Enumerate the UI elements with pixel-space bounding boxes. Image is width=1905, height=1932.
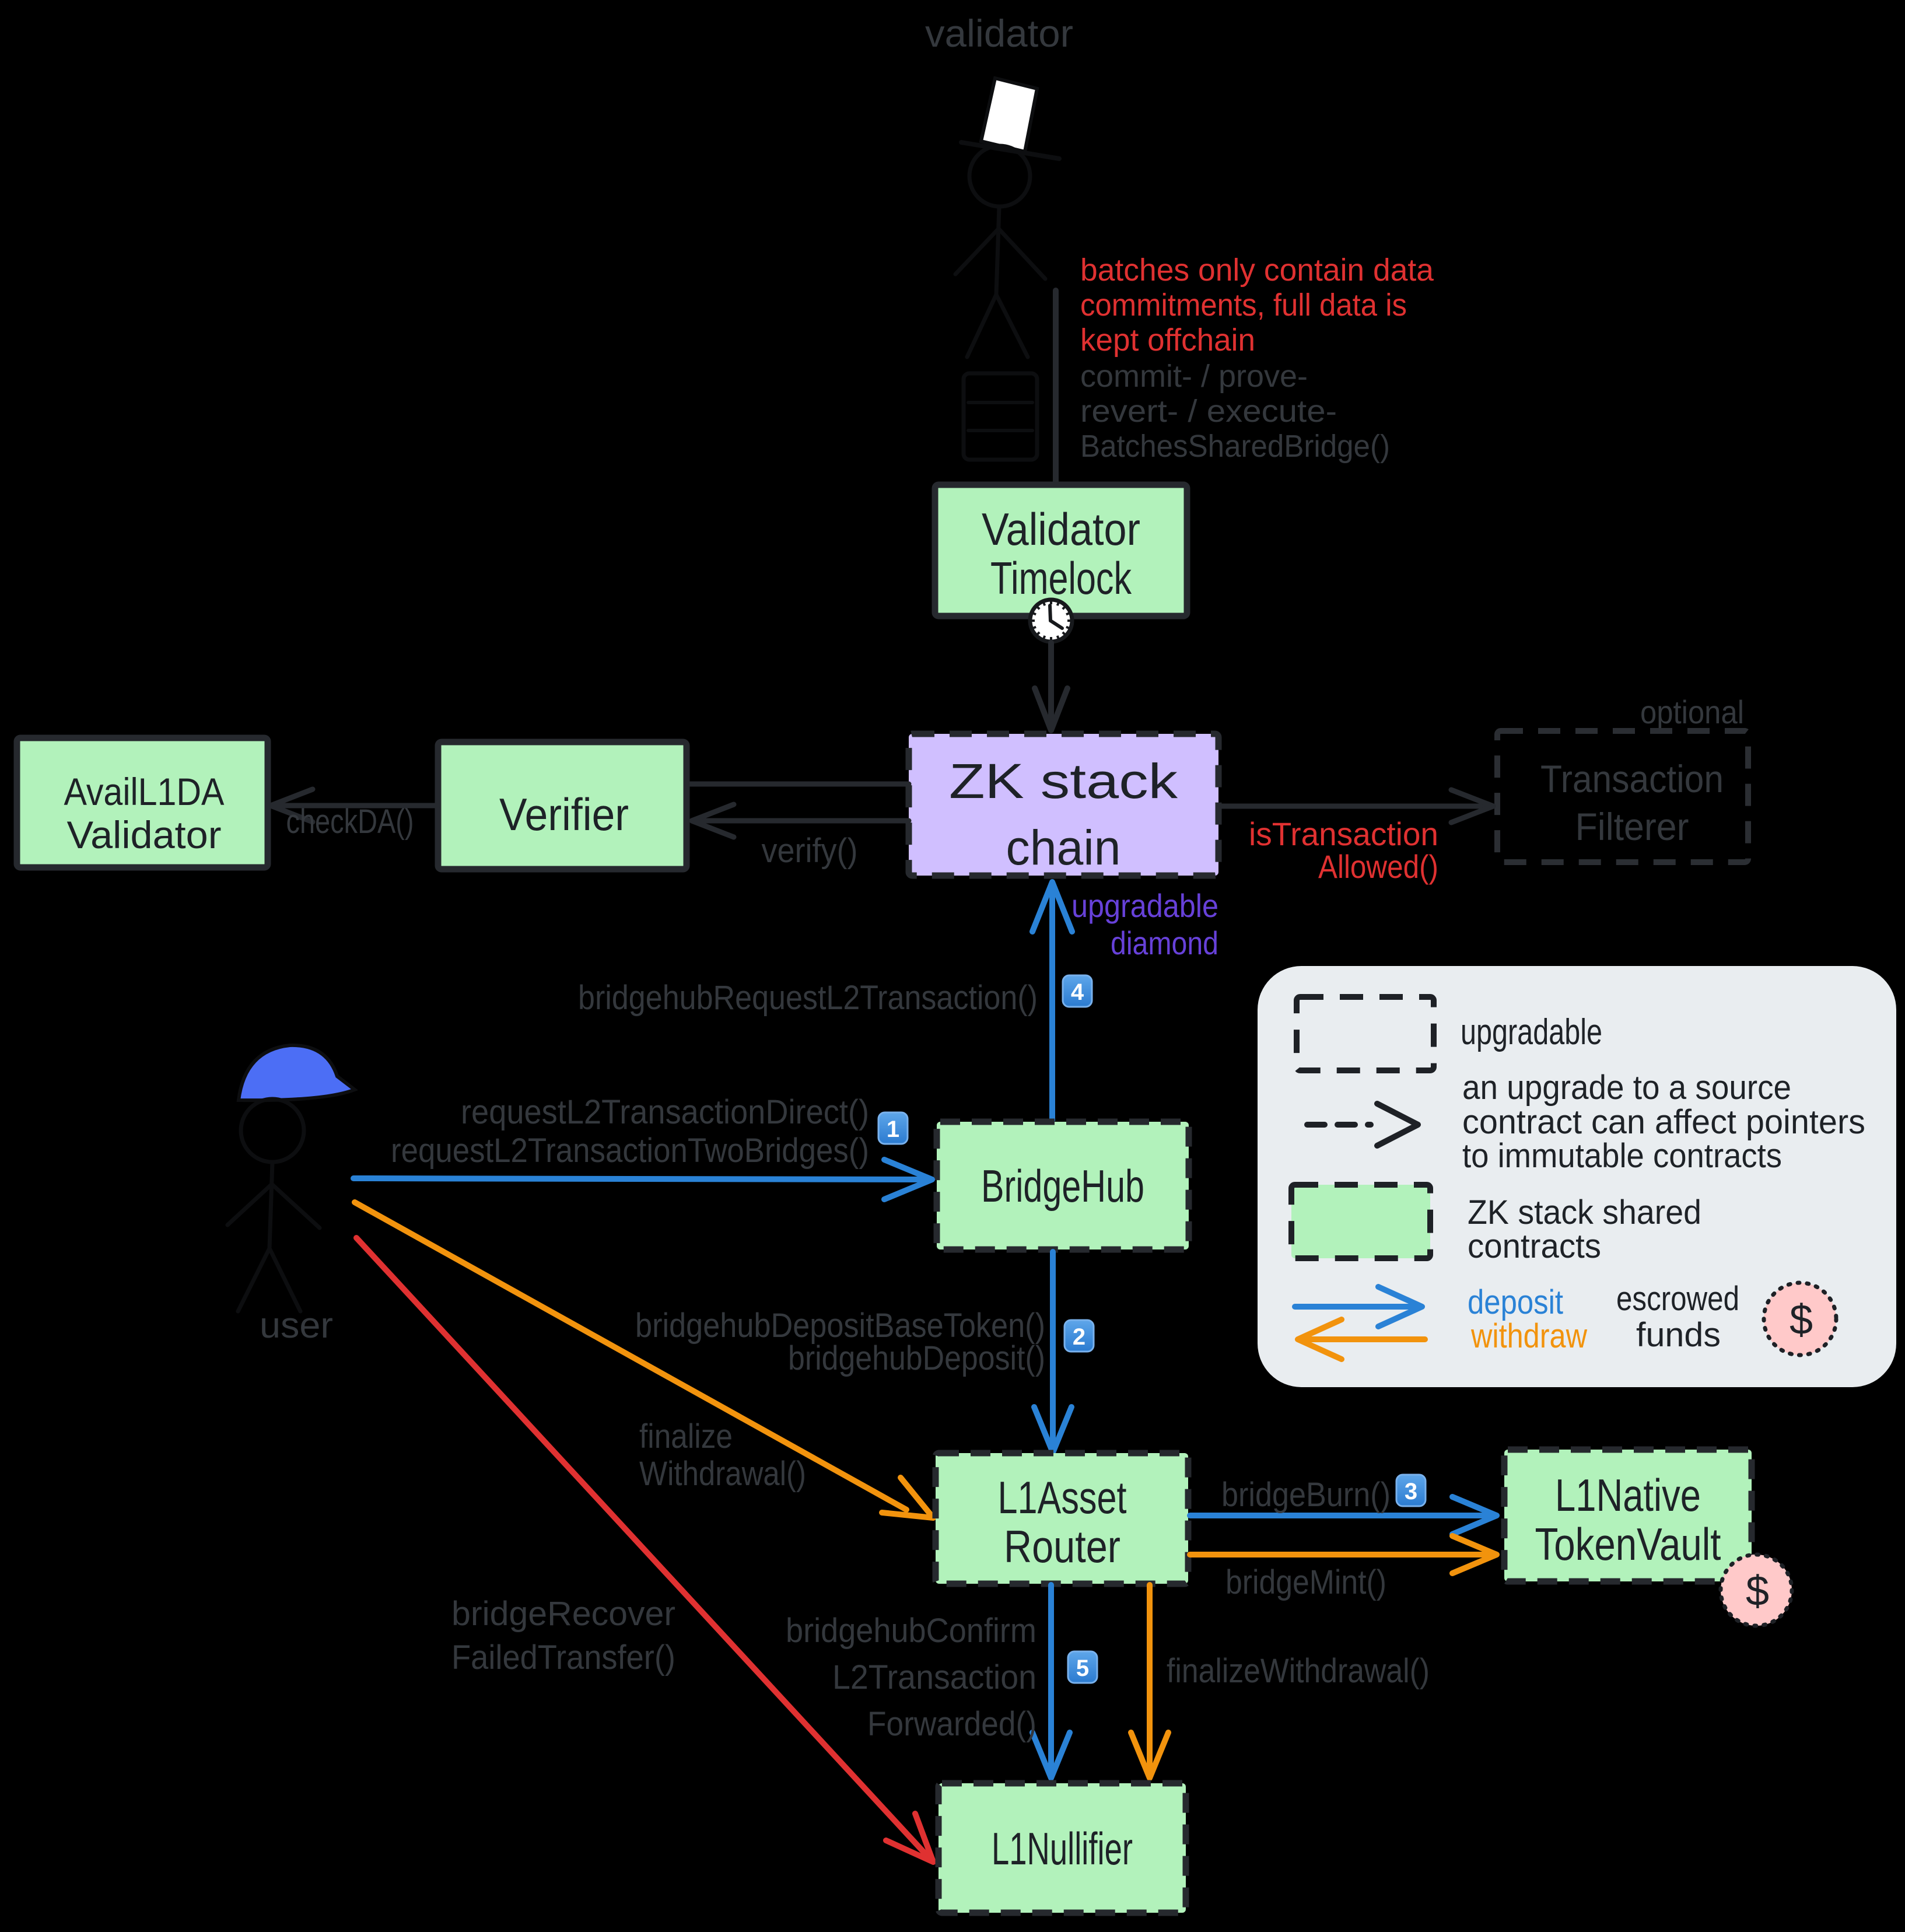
svg-text:bridgeRecover: bridgeRecover <box>451 1595 675 1633</box>
svg-text:3: 3 <box>1405 1479 1417 1504</box>
svg-text:bridgehubConfirm: bridgehubConfirm <box>786 1612 1036 1650</box>
svg-text:L1Asset: L1Asset <box>998 1472 1127 1523</box>
svg-text:isTransaction: isTransaction <box>1249 816 1438 852</box>
svg-text:L1Nullifier: L1Nullifier <box>992 1823 1133 1874</box>
svg-text:revert- / execute-: revert- / execute- <box>1080 394 1337 429</box>
svg-text:Router: Router <box>1004 1521 1120 1572</box>
svg-text:$: $ <box>1746 1568 1769 1615</box>
svg-text:batches only contain data: batches only contain data <box>1080 253 1434 288</box>
svg-text:Filterer: Filterer <box>1575 805 1689 848</box>
svg-text:AvailL1DA: AvailL1DA <box>64 770 225 813</box>
svg-text:upgradable: upgradable <box>1071 887 1218 924</box>
svg-text:$: $ <box>1790 1297 1813 1343</box>
svg-text:5: 5 <box>1076 1656 1089 1681</box>
svg-text:checkDA(): checkDA() <box>286 803 414 841</box>
svg-text:BridgeHub: BridgeHub <box>981 1160 1144 1212</box>
svg-text:2: 2 <box>1073 1324 1085 1350</box>
svg-text:diamond: diamond <box>1111 925 1218 961</box>
svg-text:kept offchain: kept offchain <box>1080 323 1255 358</box>
svg-text:BatchesSharedBridge(): BatchesSharedBridge() <box>1080 429 1390 464</box>
svg-text:requestL2TransactionDirect(): requestL2TransactionDirect() <box>461 1093 869 1131</box>
svg-text:Verifier: Verifier <box>499 789 629 840</box>
svg-text:1: 1 <box>887 1116 899 1142</box>
svg-text:Transaction: Transaction <box>1540 757 1724 800</box>
svg-text:an upgrade to a source: an upgrade to a source <box>1462 1069 1791 1107</box>
svg-text:bridgehubDeposit(): bridgehubDeposit() <box>788 1339 1045 1377</box>
svg-text:TokenVault: TokenVault <box>1535 1518 1721 1570</box>
svg-text:funds: funds <box>1636 1316 1721 1354</box>
svg-text:Validator: Validator <box>982 503 1140 555</box>
svg-text:commit- / prove-: commit- / prove- <box>1080 359 1308 394</box>
svg-text:bridgehubDepositBaseToken(): bridgehubDepositBaseToken() <box>635 1307 1045 1345</box>
svg-text:deposit: deposit <box>1468 1283 1563 1321</box>
svg-text:chain: chain <box>1006 820 1121 875</box>
svg-text:Validator: Validator <box>67 813 222 856</box>
svg-text:validator: validator <box>925 12 1073 55</box>
svg-text:requestL2TransactionTwoBridges: requestL2TransactionTwoBridges() <box>391 1132 869 1170</box>
svg-text:Forwarded(): Forwarded() <box>867 1705 1036 1743</box>
svg-text:L2Transaction: L2Transaction <box>832 1658 1036 1696</box>
svg-text:withdraw: withdraw <box>1470 1317 1588 1355</box>
svg-text:optional: optional <box>1640 694 1744 730</box>
svg-text:bridgehubRequestL2Transaction(: bridgehubRequestL2Transaction() <box>578 979 1038 1017</box>
svg-text:ZK stack shared: ZK stack shared <box>1468 1194 1701 1231</box>
svg-text:bridgeMint(): bridgeMint() <box>1225 1563 1386 1601</box>
svg-text:ZK stack: ZK stack <box>949 754 1178 808</box>
svg-text:4: 4 <box>1071 979 1084 1005</box>
svg-text:Withdrawal(): Withdrawal() <box>639 1455 806 1493</box>
svg-text:bridgeBurn(): bridgeBurn() <box>1221 1476 1391 1514</box>
svg-text:upgradable: upgradable <box>1461 1012 1602 1052</box>
svg-text:FailedTransfer(): FailedTransfer() <box>451 1639 675 1676</box>
svg-text:verify(): verify() <box>762 832 858 870</box>
svg-text:contract can affect pointers: contract can affect pointers <box>1462 1103 1865 1141</box>
svg-text:to immutable contracts: to immutable contracts <box>1462 1137 1782 1175</box>
svg-text:Timelock: Timelock <box>990 552 1132 604</box>
svg-text:finalizeWithdrawal(): finalizeWithdrawal() <box>1167 1652 1430 1690</box>
svg-text:escrowed: escrowed <box>1616 1280 1739 1318</box>
svg-text:commitments, full data is: commitments, full data is <box>1080 288 1407 323</box>
svg-text:finalize: finalize <box>639 1418 733 1455</box>
svg-text:L1Native: L1Native <box>1555 1469 1701 1521</box>
svg-text:contracts: contracts <box>1468 1227 1601 1265</box>
svg-text:Allowed(): Allowed() <box>1318 848 1438 885</box>
svg-text:user: user <box>260 1306 333 1346</box>
